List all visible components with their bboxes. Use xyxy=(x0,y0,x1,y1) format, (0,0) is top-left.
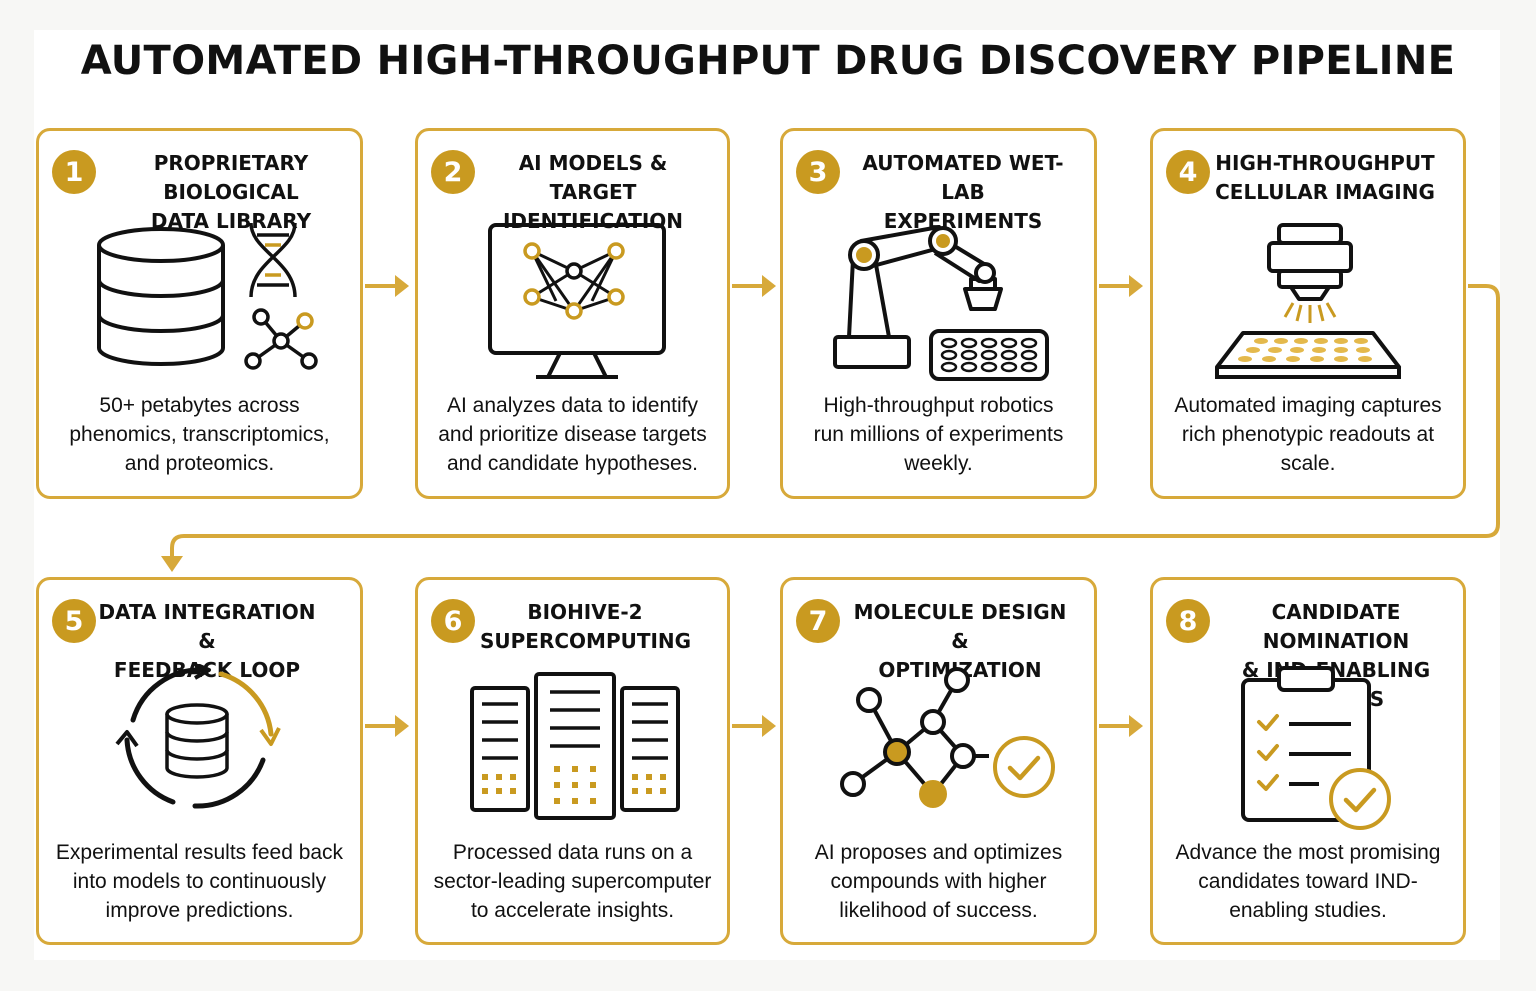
step-title: BIOHIVE-2 SUPERCOMPUTING xyxy=(480,600,692,653)
step-card-4: 4 HIGH-THROUGHPUT CELLULAR IMAGING Autom… xyxy=(1150,128,1466,499)
step-description: AI proposes and optimizes compounds with… xyxy=(814,841,1063,922)
feedback-cycle-icon xyxy=(115,664,281,809)
flow-arrow xyxy=(1099,715,1143,737)
step-card-3: 3 AUTOMATED WET-LAB EXPERIMENTS Hi xyxy=(780,128,1097,499)
step-card-8: 8 CANDIDATE NOMINATION & IND-ENABLING ST… xyxy=(1150,577,1466,945)
flow-arrow xyxy=(732,275,776,297)
step-description: Experimental results feed back into mode… xyxy=(55,841,344,922)
step-title: MOLECULE DESIGN & OPTIMIZATION xyxy=(853,600,1067,682)
check-circle-icon xyxy=(993,736,1055,798)
flow-arrow xyxy=(365,715,409,737)
flow-arrow xyxy=(732,715,776,737)
molecule-graph-icon xyxy=(840,667,989,808)
robot-arm-icon xyxy=(833,225,1003,369)
step-number-badge: 6 xyxy=(431,599,475,643)
step-description: AI analyzes data to identify and priorit… xyxy=(438,394,707,475)
step-card-6: 6 BIOHIVE-2 SUPERCOMPUTING Processed dat… xyxy=(415,577,730,945)
step-number-badge: 5 xyxy=(52,599,96,643)
imaging-plate-icon xyxy=(1215,331,1401,379)
step-description: Automated imaging captures rich phenotyp… xyxy=(1174,394,1442,475)
step-number-badge: 2 xyxy=(431,150,475,194)
server-racks-icon xyxy=(470,672,680,820)
step-number-badge: 7 xyxy=(796,599,840,643)
step-description: Advance the most promising candidates to… xyxy=(1175,841,1441,922)
check-circle-icon xyxy=(1329,768,1391,830)
step-number-badge: 8 xyxy=(1166,599,1210,643)
monitor-network-icon xyxy=(488,223,666,379)
well-plate-icon xyxy=(929,329,1049,381)
step-description: High-throughput robotics run millions of… xyxy=(813,394,1064,475)
flow-arrow xyxy=(1099,275,1143,297)
step-number-badge: 3 xyxy=(796,150,840,194)
step-description: Processed data runs on a sector-leading … xyxy=(433,841,712,922)
dna-icon xyxy=(249,222,297,298)
step-number-badge: 1 xyxy=(52,150,96,194)
page-title: AUTOMATED HIGH-THROUGHPUT DRUG DISCOVERY… xyxy=(80,38,1456,84)
step-number-badge: 4 xyxy=(1166,150,1210,194)
step-title: HIGH-THROUGHPUT CELLULAR IMAGING xyxy=(1215,151,1435,204)
database-icon xyxy=(97,227,225,366)
step-title: AUTOMATED WET-LAB EXPERIMENTS xyxy=(862,151,1064,233)
microscope-icon xyxy=(1267,223,1353,323)
step-card-1: 1 PROPRIETARY BIOLOGICAL DATA LIBRARY xyxy=(36,128,363,499)
step-card-5: 5 DATA INTEGRATION & FEEDBACK LOOP Exper… xyxy=(36,577,363,945)
flow-arrow xyxy=(365,275,409,297)
step-title: AI MODELS & TARGET IDENTIFICATION xyxy=(502,151,684,233)
step-card-2: 2 AI MODELS & TARGET IDENTIFICATION xyxy=(415,128,730,499)
molecule-icon xyxy=(244,308,318,370)
step-card-7: 7 MOLECULE DESIGN & OPTIMIZATION xyxy=(780,577,1097,945)
step-description: 50+ petabytes across phenomics, transcri… xyxy=(69,394,330,475)
